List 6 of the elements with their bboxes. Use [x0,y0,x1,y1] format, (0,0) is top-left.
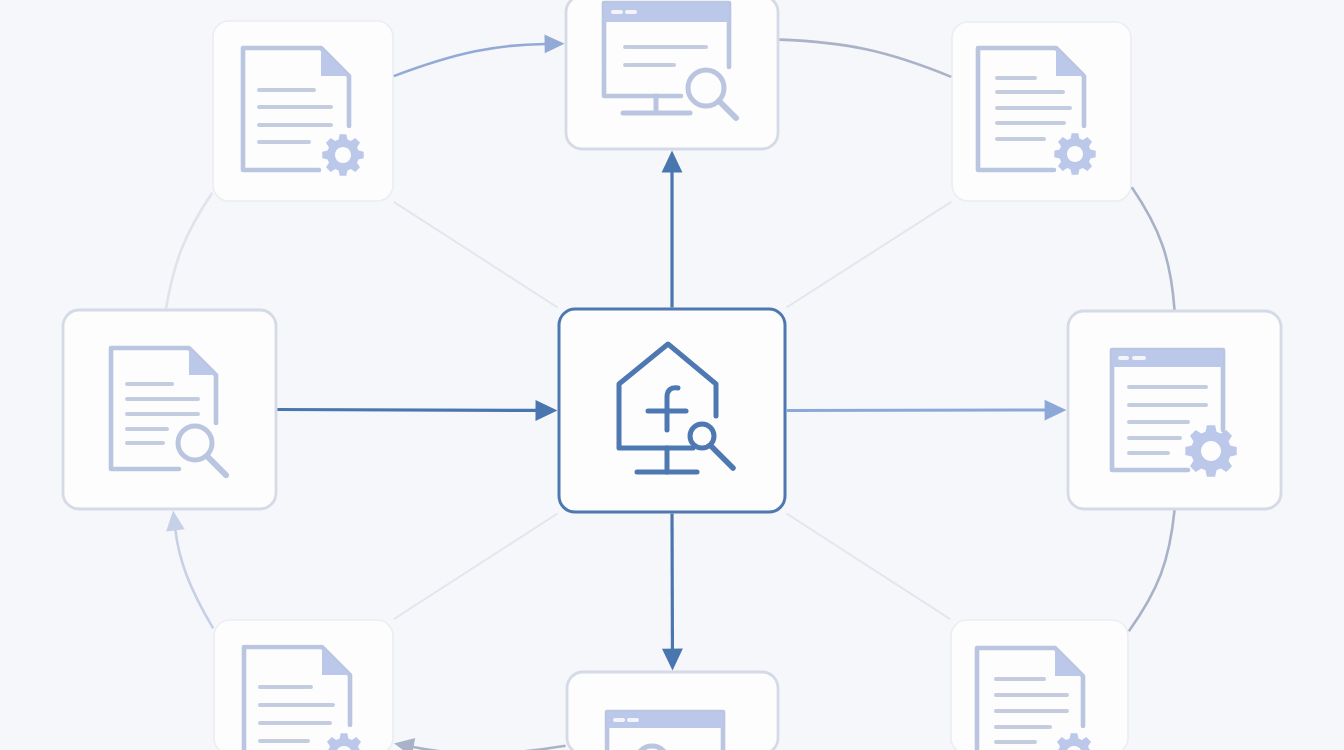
icon-card [61,308,278,511]
curved-line [779,38,952,79]
curved-line [1130,186,1176,310]
curved-line [164,192,214,309]
icon-card [557,307,787,514]
curved-line [1127,510,1176,632]
